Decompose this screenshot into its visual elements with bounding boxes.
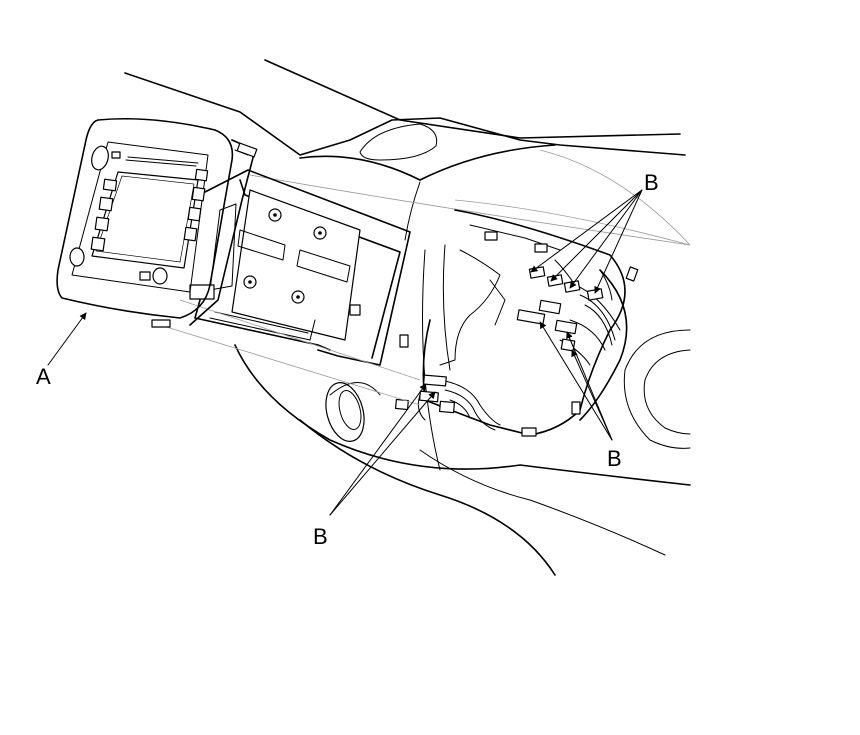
mounting-bracket: [159, 169, 421, 406]
label-a: A: [36, 364, 51, 389]
dashboard: [124, 59, 691, 576]
callout-leaders: [47, 189, 643, 516]
label-b-lower-right: B: [607, 446, 622, 471]
dash-opening: [394, 209, 639, 437]
wire-harness-left: [417, 379, 501, 431]
connector-group-left: [394, 374, 456, 414]
label-b-lower-left: B: [313, 524, 328, 549]
label-b-upper-right: B: [644, 170, 659, 195]
connector-group-right: [516, 266, 604, 352]
audio-unit: [56, 117, 258, 328]
